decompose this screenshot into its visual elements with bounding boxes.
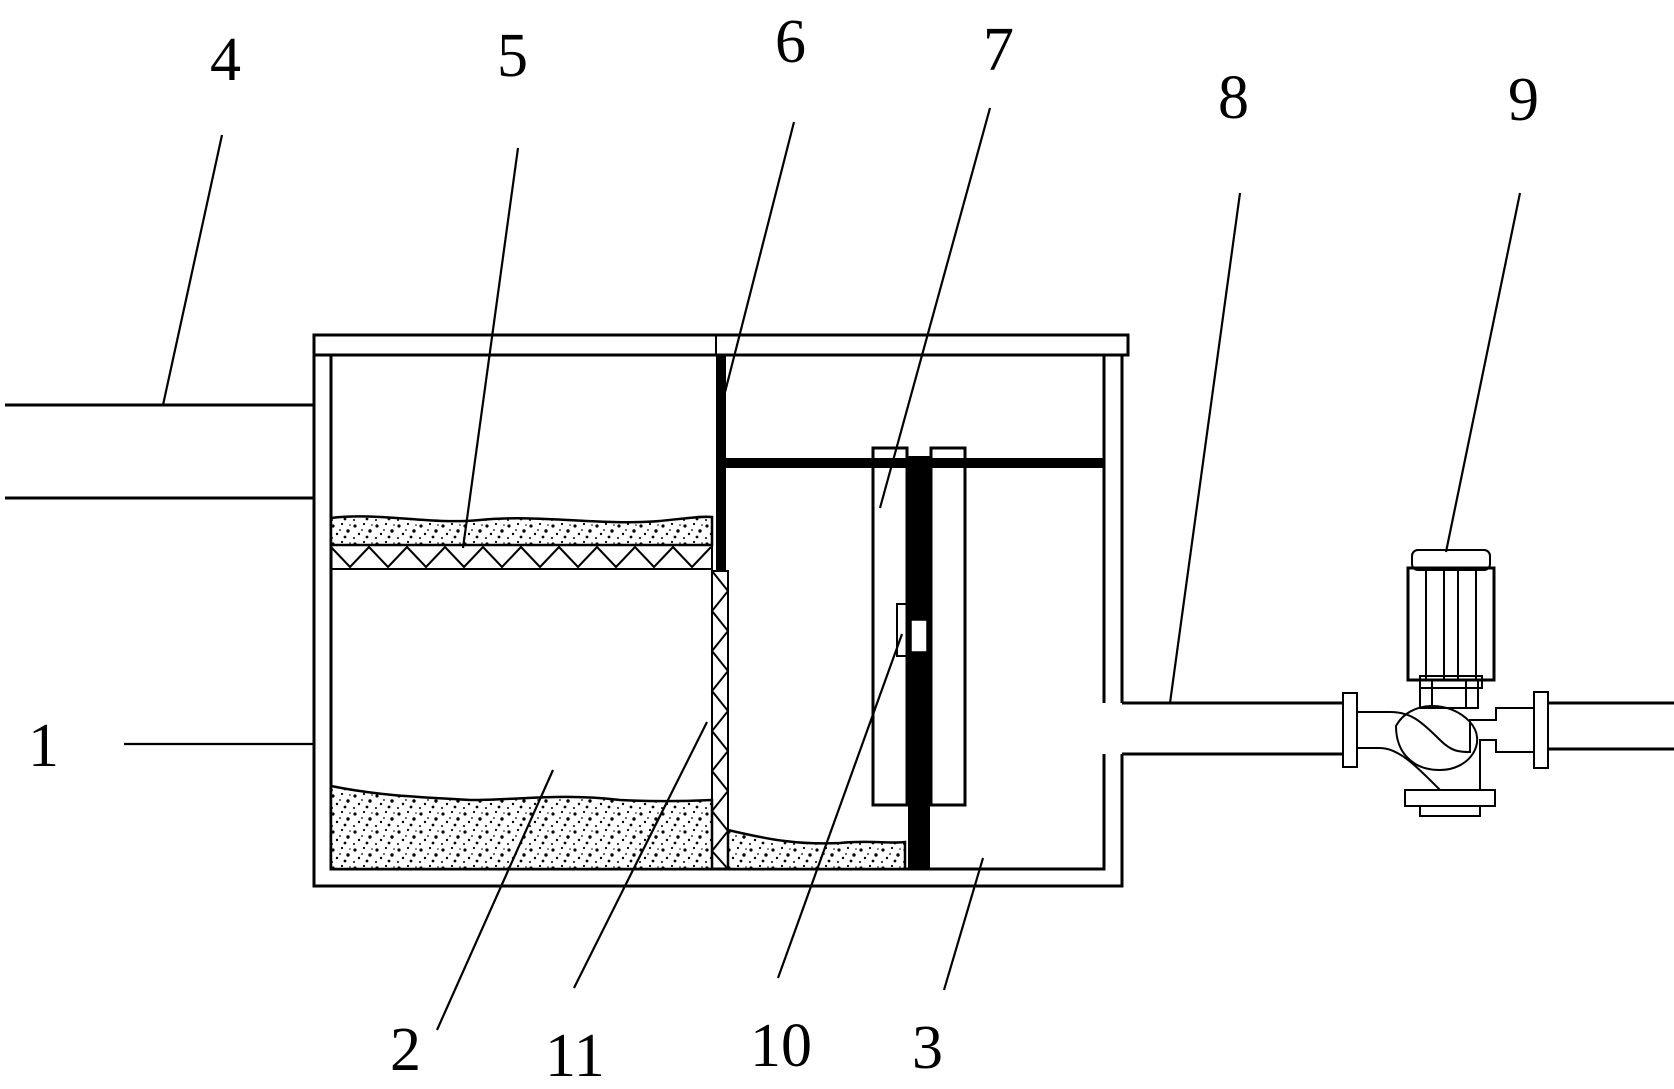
label-11: 11: [545, 1022, 605, 1089]
label-8: 8: [1218, 64, 1249, 132]
number-labels: 4 5 6 7 8 9 1 2 11 10 3: [28, 8, 1539, 1089]
filter-sand: [329, 515, 714, 547]
outlet-pipe: [1122, 701, 1343, 756]
pump-foot: [1419, 805, 1481, 817]
pump-casing: [1394, 705, 1479, 772]
leader-8: [1168, 192, 1242, 704]
gate-notch: [910, 619, 928, 653]
pump-outlet-flange: [1533, 691, 1549, 769]
label-4: 4: [210, 26, 241, 94]
tank-lid: [312, 333, 1130, 357]
pump-motor: [1406, 566, 1496, 682]
pump-inlet-flange: [1342, 692, 1358, 768]
filter-mesh-frame: [330, 544, 713, 570]
gate-frame-left: [871, 446, 909, 807]
label-7: 7: [983, 16, 1014, 84]
leader-7: [878, 107, 992, 509]
label-5: 5: [497, 22, 528, 90]
leader-4: [161, 134, 224, 406]
sediment-chamber-2: [329, 784, 714, 871]
leader-10: [776, 633, 904, 979]
pump-motor-cap: [1411, 549, 1491, 571]
leader-9: [1444, 192, 1522, 553]
pump: [1342, 549, 1549, 817]
leader-2: [435, 769, 555, 1031]
gate-frame-right: [929, 446, 967, 807]
label-6: 6: [775, 8, 806, 76]
gate-assembly: [871, 446, 967, 868]
label-9: 9: [1508, 66, 1539, 134]
filter-layer: [329, 515, 714, 570]
pump-volute: [1356, 707, 1535, 791]
label-3: 3: [912, 1014, 943, 1082]
label-1: 1: [28, 712, 59, 780]
label-2: 2: [390, 1016, 421, 1084]
inlet-pipe: [5, 403, 314, 500]
sediment-chamber-3: [726, 828, 907, 871]
tank-outer-wall: [312, 355, 1124, 888]
leader-3: [942, 857, 985, 991]
pump-base: [1404, 789, 1496, 807]
leader-6: [721, 121, 796, 401]
pump-coupling: [1419, 679, 1479, 709]
label-10: 10: [750, 1012, 812, 1080]
leader-lines: [124, 107, 1522, 1031]
filter-mesh-zigzag: [330, 545, 712, 569]
leader-5: [461, 147, 520, 549]
side-screen: [710, 570, 730, 870]
discharge-pipe: [1548, 701, 1674, 751]
leader-11: [573, 721, 708, 989]
gate-plate: [908, 456, 930, 868]
